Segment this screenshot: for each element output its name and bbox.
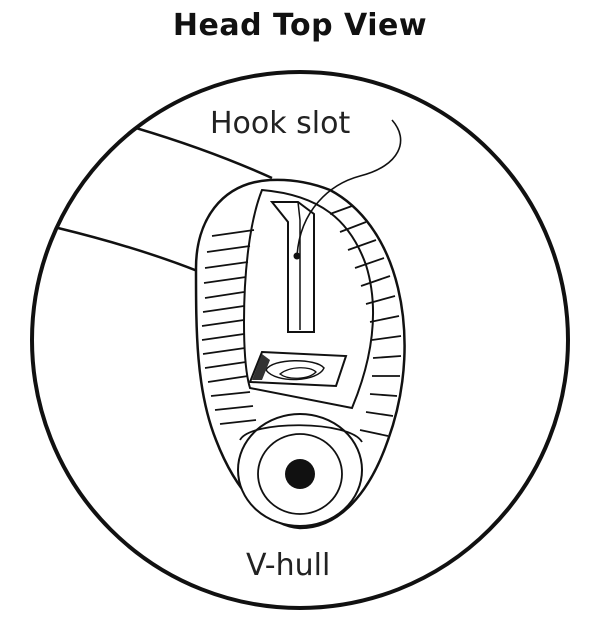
left-side-ribs xyxy=(201,229,257,425)
hook-slot-label: Hook slot xyxy=(210,106,350,141)
eyelet-shade xyxy=(252,354,270,380)
head-top-panel xyxy=(242,188,374,410)
hook-slot-inner-line xyxy=(297,201,301,330)
v-hull-arc xyxy=(239,424,363,443)
eyelet-ring xyxy=(265,360,325,381)
arm-lower-line xyxy=(57,226,201,274)
v-hull-center-hole xyxy=(285,459,315,489)
eyelet-ring-inner xyxy=(278,367,317,379)
right-side-ribs xyxy=(329,205,402,437)
hook-slot-leader-line xyxy=(296,119,402,257)
diagram-title: Head Top View xyxy=(172,8,428,43)
v-hull-label: V-hull xyxy=(246,548,330,583)
arm-upper-line xyxy=(135,126,273,180)
view-frame-circle xyxy=(30,70,570,610)
eyelet-plate xyxy=(248,350,348,388)
